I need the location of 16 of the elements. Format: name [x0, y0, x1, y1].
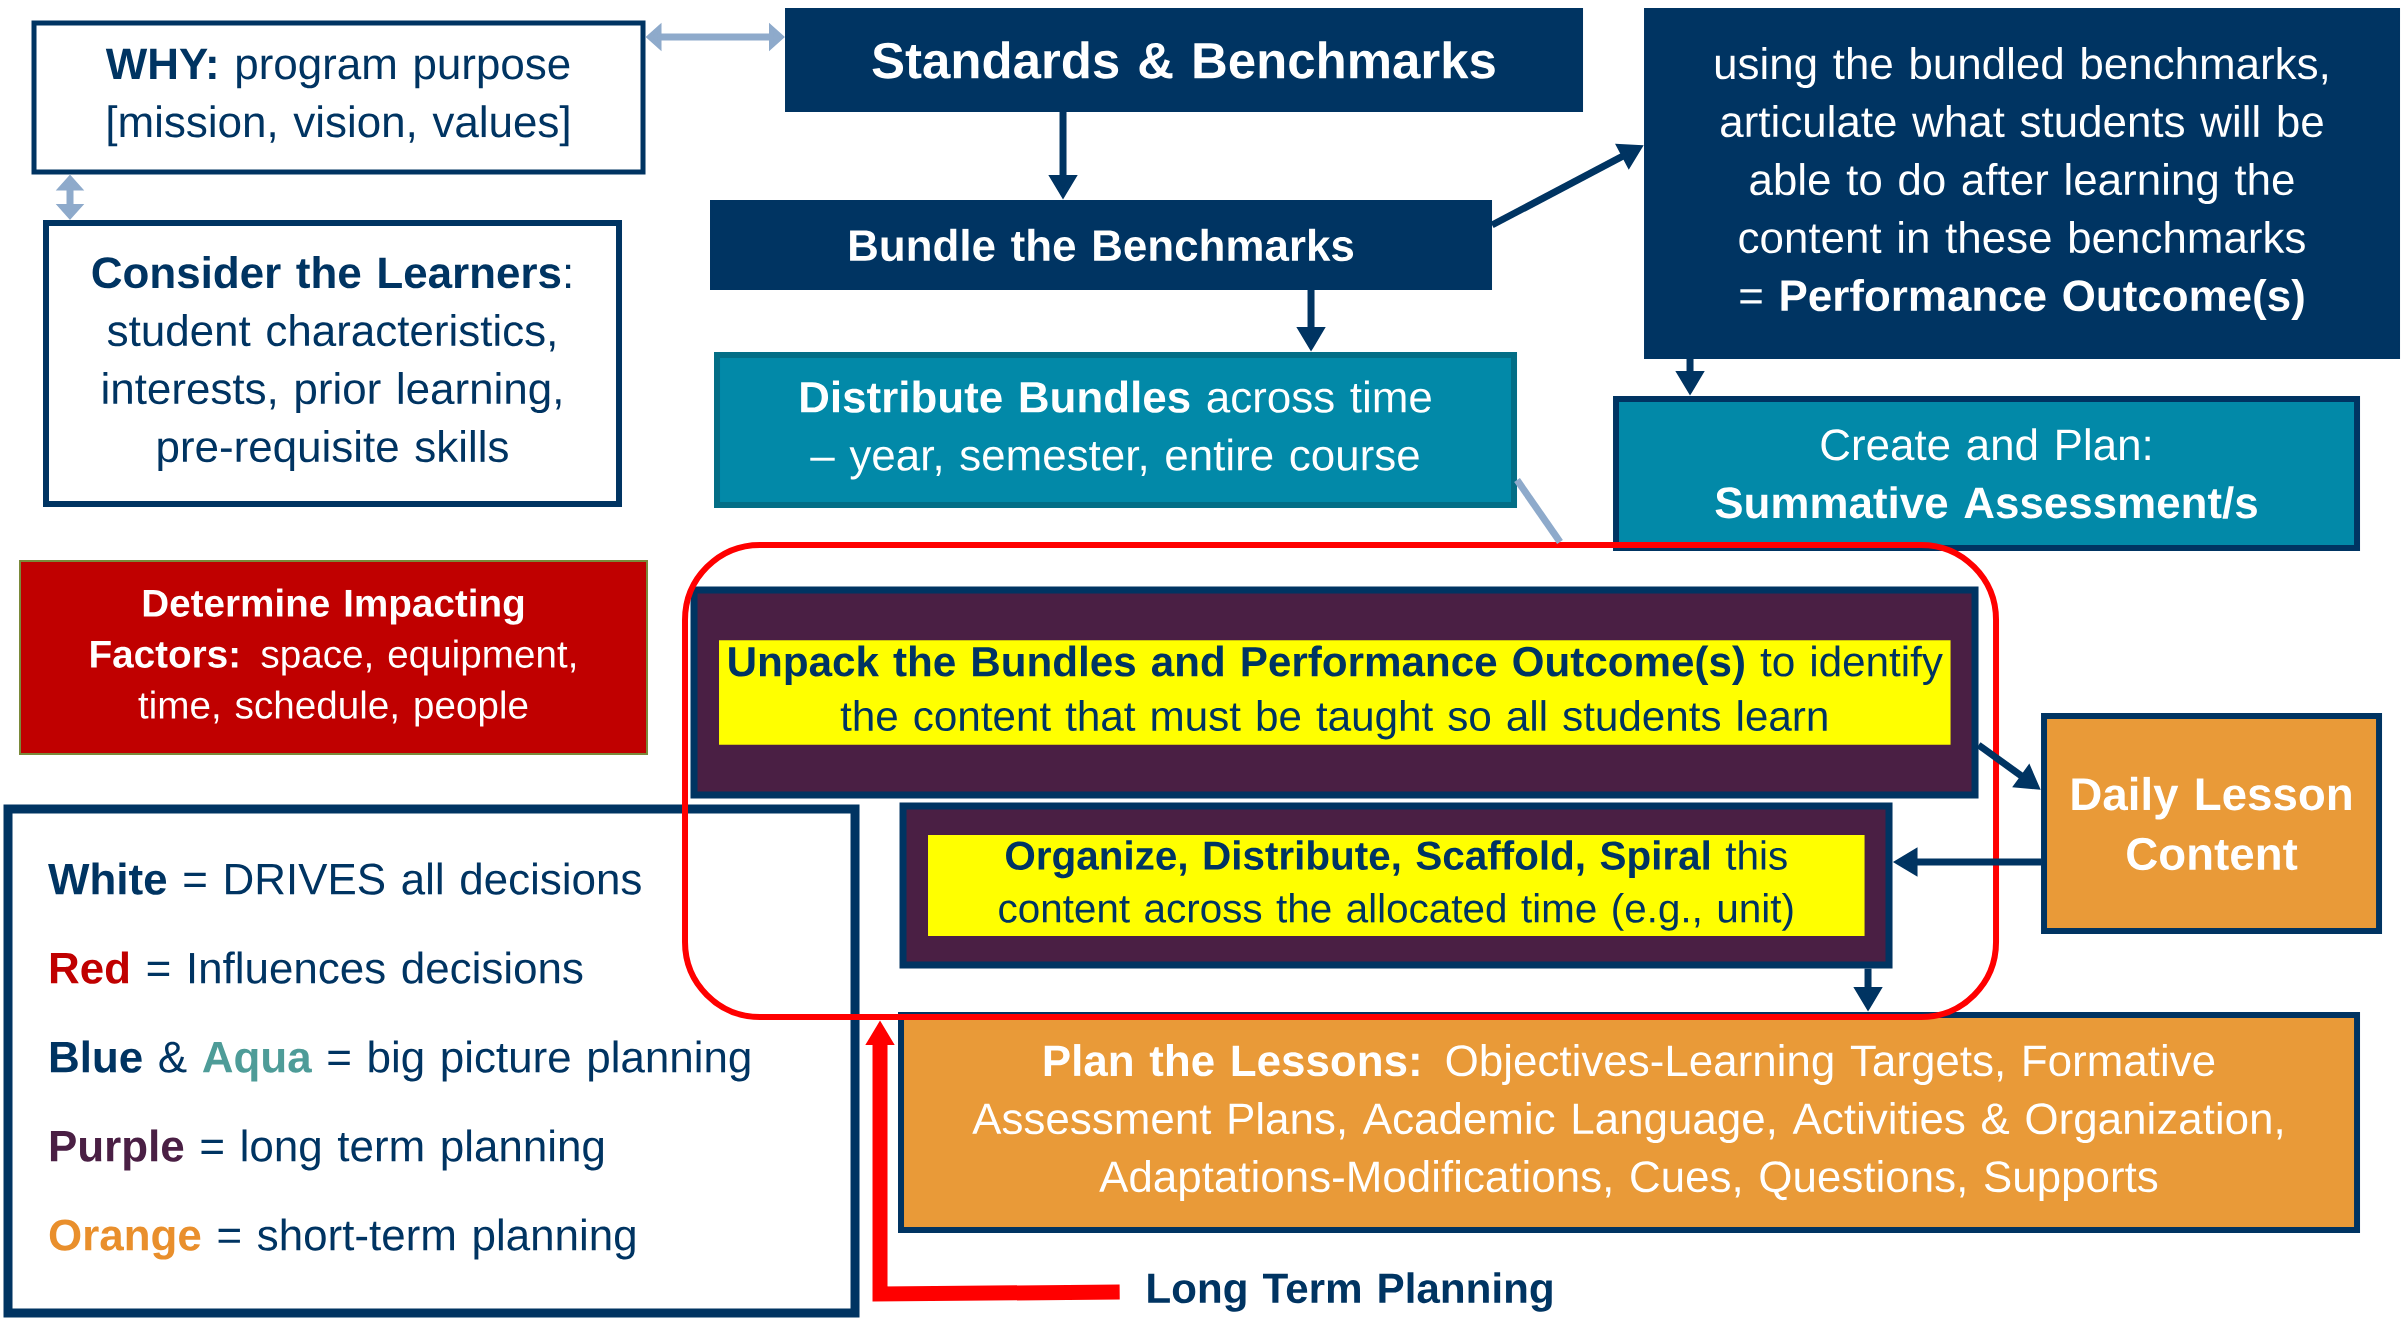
outcome-box: using the bundled benchmarks, articulate what students will be able to do after learning the content in these benchmarks = Performance Outcome(s) — [1644, 8, 2401, 359]
lesson-box: Daily Lesson Content — [2041, 713, 2383, 934]
process-box: Bundle the Benchmarks — [710, 200, 1492, 290]
highlight-frame — [682, 542, 2000, 1020]
purpose-box: WHY: program purpose [mission, vision, values] — [31, 20, 646, 175]
connector-line — [1514, 478, 1563, 544]
process-box: Distribute Bundles across time – year, semester, entire course — [714, 352, 1517, 508]
callout-text: Long Term Planning — [1148, 1272, 1552, 1312]
factors-box: Determine Impacting Factors: space, equipment, time, schedule, people — [19, 560, 648, 755]
process-box: Unpack the Bundles and Performance Outcome(s) to identify the content that must be taught so all students learn — [690, 586, 1979, 799]
process-box: Standards & Benchmarks — [785, 8, 1584, 112]
assessment-box: Create and Plan: Summative Assessment/s — [1613, 396, 2361, 551]
process-box: Organize, Distribute, Scaffold, Spiral this content across the allocated time (e.g., unit) — [899, 802, 1893, 969]
lesson-plan-box: Plan the Lessons: Objectives-Learning Targets, Formative Assessment Plans, Academic Language, Activities & Organization, Adaptations-Modifications, Cues, Questions, Supports — [898, 1012, 2361, 1233]
learner-box: Consider the Learners: student characteristics, interests, prior learning, pre-requisite skills — [43, 220, 622, 507]
legend-box: White = DRIVES all decisions Red = Influences decisions Blue & Aqua = big picture planning Purple = long term planning Orange = short-term planning — [3, 804, 860, 1318]
